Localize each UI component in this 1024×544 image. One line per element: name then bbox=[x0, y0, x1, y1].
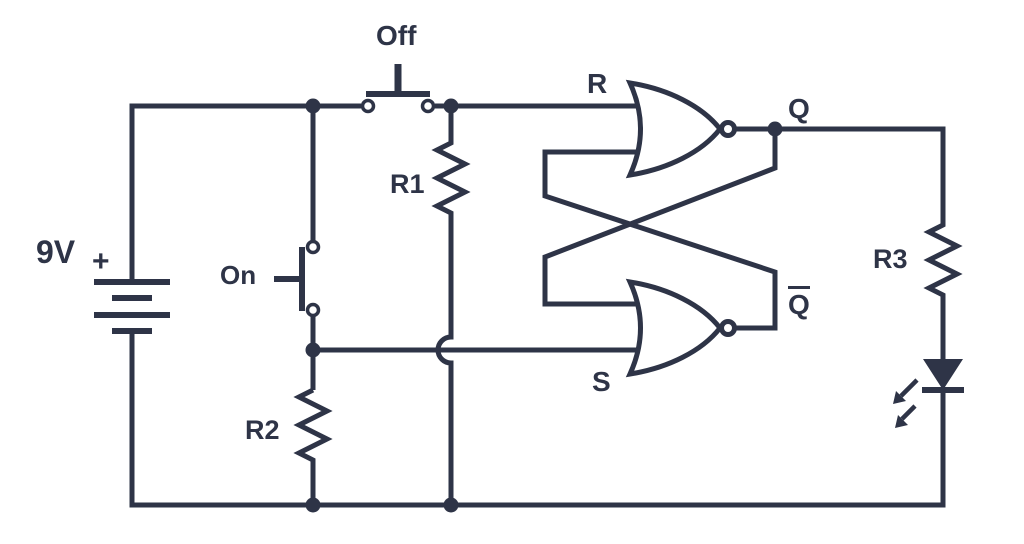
output-q-label: Q bbox=[788, 93, 810, 124]
r2-label: R2 bbox=[245, 415, 280, 445]
off-button-symbol bbox=[360, 64, 436, 114]
led-arrow-1-shaft bbox=[899, 378, 919, 398]
nor-gate-top bbox=[625, 79, 737, 179]
on-button-symbol bbox=[274, 239, 321, 318]
input-r-label: R bbox=[587, 68, 608, 99]
feedback-q-wire bbox=[542, 129, 778, 307]
input-s-label: S bbox=[592, 366, 611, 397]
wires bbox=[129, 103, 963, 508]
output-qbar-label: Q bbox=[788, 286, 810, 319]
junction-dot bbox=[767, 121, 783, 137]
junction-dot bbox=[443, 98, 459, 114]
led-symbol bbox=[893, 359, 964, 428]
nor-gate-bottom-bubble bbox=[719, 319, 737, 337]
on-button-label: On bbox=[220, 260, 257, 290]
led-arrow-1-head bbox=[893, 391, 906, 404]
nor-gate-top-bubble bbox=[719, 120, 737, 138]
junction-dot bbox=[305, 497, 321, 513]
battery-plus-label: + bbox=[92, 245, 110, 278]
feedback-qbar-wire bbox=[542, 149, 778, 331]
top-rail-wire bbox=[129, 103, 361, 281]
led-light-arrow-1 bbox=[893, 378, 919, 404]
junction-dot bbox=[305, 342, 321, 358]
battery-voltage-label: 9V bbox=[36, 234, 76, 270]
nor-gate-top-body bbox=[625, 79, 724, 179]
ground-rail-wire bbox=[129, 331, 946, 508]
r1-branch-wire bbox=[431, 106, 471, 505]
output-qbar-text: Q bbox=[788, 286, 810, 319]
off-button-label: Off bbox=[376, 20, 417, 51]
led-triangle bbox=[923, 359, 963, 390]
r1-label: R1 bbox=[390, 169, 425, 199]
led-light-arrow-2 bbox=[895, 404, 917, 428]
led-arrow-2-shaft bbox=[900, 404, 917, 421]
off-contact-left bbox=[360, 98, 376, 114]
junction-dots bbox=[305, 98, 783, 513]
on-contact-top bbox=[305, 239, 321, 255]
junction-dot bbox=[305, 98, 321, 114]
battery-symbol bbox=[94, 279, 170, 334]
on-contact-bottom bbox=[305, 302, 321, 318]
off-contact-right bbox=[420, 98, 436, 114]
r2-branch-wire bbox=[293, 387, 333, 505]
junction-dot bbox=[443, 497, 459, 513]
r3-label: R3 bbox=[873, 244, 908, 274]
led-arrow-2-head bbox=[895, 415, 908, 428]
nor-gate-bottom bbox=[625, 278, 737, 378]
nor-gate-bottom-body bbox=[625, 278, 724, 378]
q-output-wire bbox=[735, 126, 963, 359]
